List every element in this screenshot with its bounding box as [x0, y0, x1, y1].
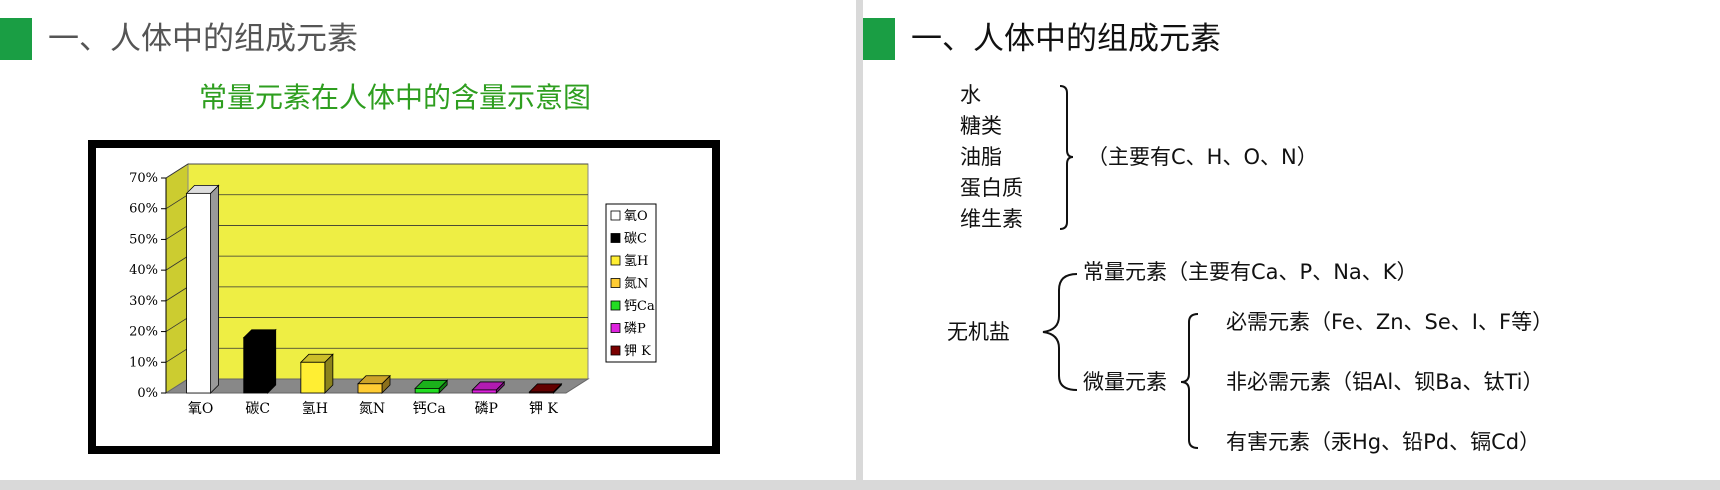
bar — [300, 361, 326, 394]
x-tick-label: 钾 K — [529, 401, 558, 417]
y-tick-label: 30% — [129, 294, 158, 309]
inorganic-label: 无机盐 — [947, 320, 1010, 344]
bracket-layer — [1042, 85, 1199, 449]
slide-heading: 一、人体中的组成元素 — [48, 21, 358, 57]
legend-label: 氧O — [624, 209, 648, 224]
nonessential-elements: 非必需元素（铝Al、钡Ba、钛Ti） — [1226, 370, 1544, 394]
harmful-elements: 有害元素（汞Hg、铅Pd、镉Cd） — [1226, 430, 1541, 454]
essential-elements: 必需元素（Fe、Zn、Se、I、F等） — [1226, 310, 1554, 334]
y-tick-label: 50% — [129, 232, 158, 247]
bar-side — [210, 184, 219, 394]
legend-label: 氢H — [624, 254, 648, 269]
organic-note: （主要有C、H、O、N） — [1087, 145, 1318, 169]
y-tick-label: 20% — [129, 325, 158, 340]
bar — [243, 337, 269, 394]
organic-item: 水 — [960, 83, 981, 107]
legend-swatch — [610, 278, 621, 288]
chart-side-wall — [165, 163, 189, 394]
micro-label: 微量元素 — [1083, 370, 1167, 394]
legend-label: 氮N — [624, 277, 648, 292]
gridline-side — [165, 286, 189, 302]
y-tick-label: 60% — [129, 202, 158, 217]
bar — [529, 391, 554, 394]
gridline-side — [165, 225, 189, 240]
legend-label: 磷P — [624, 322, 646, 337]
legend-swatch — [610, 255, 621, 266]
micro-brace — [1180, 313, 1199, 449]
legend-label: 钾 K — [624, 344, 651, 359]
organic-item: 蛋白质 — [960, 176, 1023, 200]
bar-side — [267, 328, 277, 394]
gridline-side — [165, 255, 189, 271]
gridline-side — [165, 163, 189, 179]
x-tick-label: 氮N — [359, 401, 385, 417]
chart-frame: 0% 10% 20% 30% 40% 50% 60% 70% 氧O 碳C 氢H 氮N 钙Ca 磷P 钾 K 氧… — [88, 140, 720, 454]
left-slide: 一、人体中的组成元素 常量元素在人体中的含量示意图 0% 10% 20% 30% 40%… — [0, 0, 856, 480]
accent-bar — [863, 18, 895, 60]
bar-chart: 0% 10% 20% 30% 40% 50% 60% 70% 氧O 碳C 氢H 氮N 钙Ca 磷P 钾 K 氧… — [129, 163, 657, 417]
organic-brace — [1059, 85, 1074, 230]
x-tick-label: 磷P — [475, 401, 498, 417]
gridline-side — [165, 317, 189, 332]
bar — [471, 389, 497, 394]
y-tick-label: 10% — [129, 355, 158, 370]
legend-label: 碳C — [624, 232, 647, 247]
legend-swatch — [610, 300, 621, 311]
macro-elements: 常量元素（主要有Ca、P、Na、K） — [1083, 260, 1418, 284]
accent-bar — [0, 18, 32, 60]
legend-swatch — [610, 210, 621, 221]
y-tick-label: 0% — [137, 386, 158, 401]
inorganic-brace — [1042, 273, 1078, 391]
bar — [357, 383, 383, 394]
gridline-side — [165, 194, 189, 210]
gridline-side — [165, 347, 189, 363]
organic-item: 糖类 — [960, 114, 1002, 138]
legend-swatch — [610, 323, 621, 333]
y-tick-label: 40% — [129, 263, 158, 278]
y-tick-label: 70% — [129, 171, 158, 186]
bar — [414, 387, 440, 394]
slide-heading: 一、人体中的组成元素 — [911, 21, 1221, 57]
x-tick-label: 碳C — [245, 401, 270, 417]
legend-swatch — [610, 345, 621, 356]
x-tick-label: 氢H — [302, 401, 328, 417]
legend-swatch — [610, 233, 621, 243]
legend-label: 钙Ca — [624, 299, 655, 314]
x-tick-label: 氧O — [188, 401, 213, 417]
x-tick-label: 钙Ca — [413, 401, 446, 417]
organic-item: 油脂 — [960, 145, 1002, 169]
organic-item: 维生素 — [960, 207, 1023, 231]
chart-area: 0% 10% 20% 30% 40% 50% 60% 70% 氧O 碳C 氢H 氮N 钙Ca 磷P 钾 K 氧… — [96, 148, 712, 446]
chart-title: 常量元素在人体中的含量示意图 — [198, 81, 591, 114]
right-slide: 一、人体中的组成元素 水 糖类 油脂 蛋白质 维生素 （主要有C、H、O、N） … — [863, 0, 1720, 480]
bar — [186, 192, 211, 394]
